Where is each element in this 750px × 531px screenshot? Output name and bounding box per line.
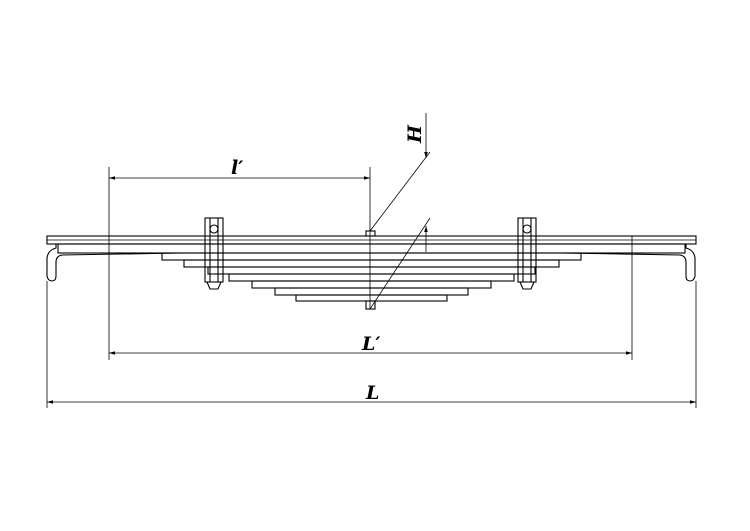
- left-hook: [46, 244, 181, 282]
- label-height: H: [404, 124, 426, 144]
- dimension-height: [369, 113, 431, 310]
- extension-lines: [46, 167, 697, 408]
- leaf-stack: [57, 243, 686, 302]
- label-half-span: l′: [231, 157, 243, 179]
- center-bolt: [365, 230, 376, 310]
- left-clamp: [204, 217, 224, 290]
- right-hook: [561, 244, 696, 282]
- label-effective-span: L′: [361, 333, 380, 355]
- right-clamp: [517, 217, 537, 290]
- label-total-span: L: [365, 382, 379, 404]
